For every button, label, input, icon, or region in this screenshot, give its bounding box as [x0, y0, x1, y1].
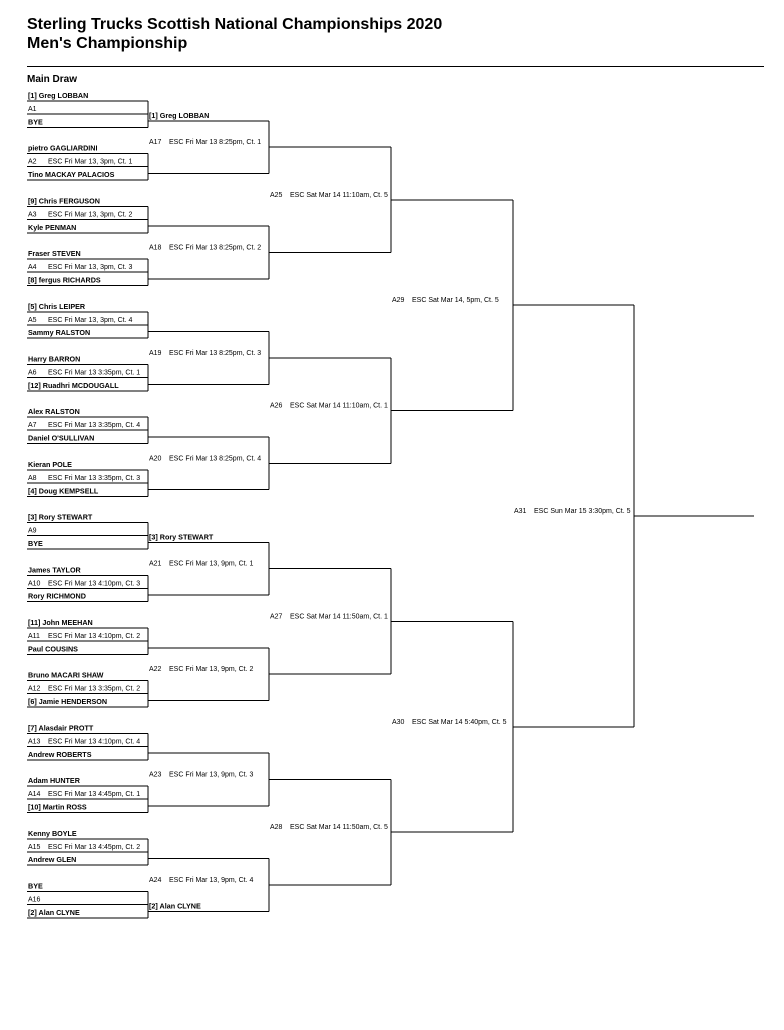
match-id: A14	[28, 791, 41, 798]
player-name: pietro GAGLIARDINI	[28, 144, 97, 153]
player-name: Adam HUNTER	[28, 776, 81, 785]
match-info: ESC Sat Mar 14, 5pm, Ct. 5	[412, 297, 499, 304]
match-id: A8	[28, 475, 37, 482]
match-info: ESC Sat Mar 14 11:50am, Ct. 5	[290, 824, 388, 831]
match-info: ESC Fri Mar 13 4:45pm, Ct. 2	[48, 844, 140, 851]
player-name: Andrew ROBERTS	[28, 750, 92, 759]
match-id: A13	[28, 738, 41, 745]
player-name: Tino MACKAY PALACIOS	[28, 170, 115, 179]
section-label: Main Draw	[27, 74, 78, 85]
match-info: ESC Sat Mar 14 11:50am, Ct. 1	[290, 613, 388, 620]
player-name: [1] Greg LOBBAN	[28, 91, 88, 100]
match-id: A15	[28, 844, 41, 851]
match-info: ESC Sat Mar 14 11:10am, Ct. 5	[290, 192, 388, 199]
player-name: [1] Greg LOBBAN	[149, 111, 209, 120]
player-name: James TAYLOR	[28, 565, 82, 574]
match-id: A4	[28, 264, 37, 271]
match-id: A3	[28, 211, 37, 218]
match-info: ESC Fri Mar 13 4:10pm, Ct. 2	[48, 633, 140, 640]
match-info: ESC Fri Mar 13 4:10pm, Ct. 3	[48, 580, 140, 587]
match-id: A24	[149, 877, 162, 884]
player-name: [4] Doug KEMPSELL	[28, 486, 99, 495]
match-info: ESC Fri Mar 13 8:25pm, Ct. 4	[169, 455, 261, 462]
player-name: Harry BARRON	[28, 355, 80, 364]
match-id: A6	[28, 370, 37, 377]
match-id: A16	[28, 897, 41, 904]
match-info: ESC Sat Mar 14 11:10am, Ct. 1	[290, 403, 388, 410]
match-id: A5	[28, 317, 37, 324]
player-name: Rory RICHMOND	[28, 592, 86, 601]
match-id: A7	[28, 422, 37, 429]
player-name: [12] Ruadhri MCDOUGALL	[28, 381, 119, 390]
player-name: BYE	[28, 117, 43, 126]
match-id: A26	[270, 403, 283, 410]
match-info: ESC Sun Mar 15 3:30pm, Ct. 5	[534, 508, 631, 515]
player-name: [8] fergus RICHARDS	[28, 275, 101, 284]
match-info: ESC Fri Mar 13, 3pm, Ct. 1	[48, 159, 133, 166]
match-id: A18	[149, 245, 162, 252]
header-divider	[27, 66, 764, 67]
match-id: A2	[28, 159, 37, 166]
player-name: [2] Alan CLYNE	[149, 901, 201, 910]
match-id: A10	[28, 580, 41, 587]
match-info: ESC Fri Mar 13, 3pm, Ct. 4	[48, 317, 133, 324]
player-name: Paul COUSINS	[28, 644, 78, 653]
match-id: A22	[149, 666, 162, 673]
player-name: Sammy RALSTON	[28, 328, 90, 337]
player-name: Alex RALSTON	[28, 407, 80, 416]
match-info: ESC Fri Mar 13 3:35pm, Ct. 1	[48, 370, 140, 377]
player-name: [3] Rory STEWART	[28, 513, 93, 522]
match-id: A27	[270, 613, 283, 620]
match-id: A1	[28, 106, 37, 113]
match-id: A9	[28, 528, 37, 535]
player-name: [2] Alan CLYNE	[28, 908, 80, 917]
player-name: Kyle PENMAN	[28, 223, 76, 232]
match-id: A25	[270, 192, 283, 199]
match-id: A17	[149, 139, 162, 146]
match-id: A12	[28, 686, 41, 693]
player-name: Daniel O'SULLIVAN	[28, 434, 94, 443]
match-info: ESC Fri Mar 13 4:45pm, Ct. 1	[48, 791, 140, 798]
player-name: Kieran POLE	[28, 460, 72, 469]
match-info: ESC Fri Mar 13, 9pm, Ct. 2	[169, 666, 254, 673]
match-id: A20	[149, 455, 162, 462]
match-info: ESC Fri Mar 13 3:35pm, Ct. 4	[48, 422, 140, 429]
player-name: Bruno MACARI SHAW	[28, 671, 104, 680]
match-info: ESC Fri Mar 13 3:35pm, Ct. 3	[48, 475, 140, 482]
match-id: A30	[392, 719, 405, 726]
page-subtitle: Men's Championship	[27, 35, 188, 52]
player-name: [3] Rory STEWART	[149, 532, 214, 541]
player-name: [7] Alasdair PROTT	[28, 723, 94, 732]
match-info: ESC Fri Mar 13, 9pm, Ct. 3	[169, 772, 254, 779]
match-id: A11	[28, 633, 40, 640]
match-info: ESC Fri Mar 13 8:25pm, Ct. 2	[169, 245, 261, 252]
match-id: A23	[149, 772, 162, 779]
player-name: [10] Martin ROSS	[28, 802, 87, 811]
player-name: BYE	[28, 882, 43, 891]
match-info: ESC Fri Mar 13 8:25pm, Ct. 1	[169, 139, 261, 146]
player-name: [6] Jamie HENDERSON	[28, 697, 107, 706]
match-info: ESC Fri Mar 13 3:35pm, Ct. 2	[48, 686, 140, 693]
match-info: ESC Fri Mar 13 8:25pm, Ct. 3	[169, 350, 261, 357]
match-id: A28	[270, 824, 283, 831]
player-name: Kenny BOYLE	[28, 829, 77, 838]
player-name: Andrew GLEN	[28, 855, 76, 864]
player-name: BYE	[28, 539, 43, 548]
player-name: [11] John MEEHAN	[28, 618, 93, 627]
page-title: Sterling Trucks Scottish National Champi…	[27, 16, 443, 33]
match-info: ESC Sat Mar 14 5:40pm, Ct. 5	[412, 719, 507, 726]
match-info: ESC Fri Mar 13, 9pm, Ct. 1	[169, 561, 254, 568]
match-id: A21	[149, 561, 162, 568]
match-info: ESC Fri Mar 13, 9pm, Ct. 4	[169, 877, 254, 884]
match-id: A29	[392, 297, 405, 304]
match-info: ESC Fri Mar 13, 3pm, Ct. 3	[48, 264, 133, 271]
match-info: ESC Fri Mar 13, 3pm, Ct. 2	[48, 211, 133, 218]
player-name: [5] Chris LEIPER	[28, 302, 86, 311]
match-id: A19	[149, 350, 162, 357]
player-name: Fraser STEVEN	[28, 249, 81, 258]
match-id: A31	[514, 508, 527, 515]
player-name: [9] Chris FERGUSON	[28, 196, 100, 205]
match-info: ESC Fri Mar 13 4:10pm, Ct. 4	[48, 738, 140, 745]
